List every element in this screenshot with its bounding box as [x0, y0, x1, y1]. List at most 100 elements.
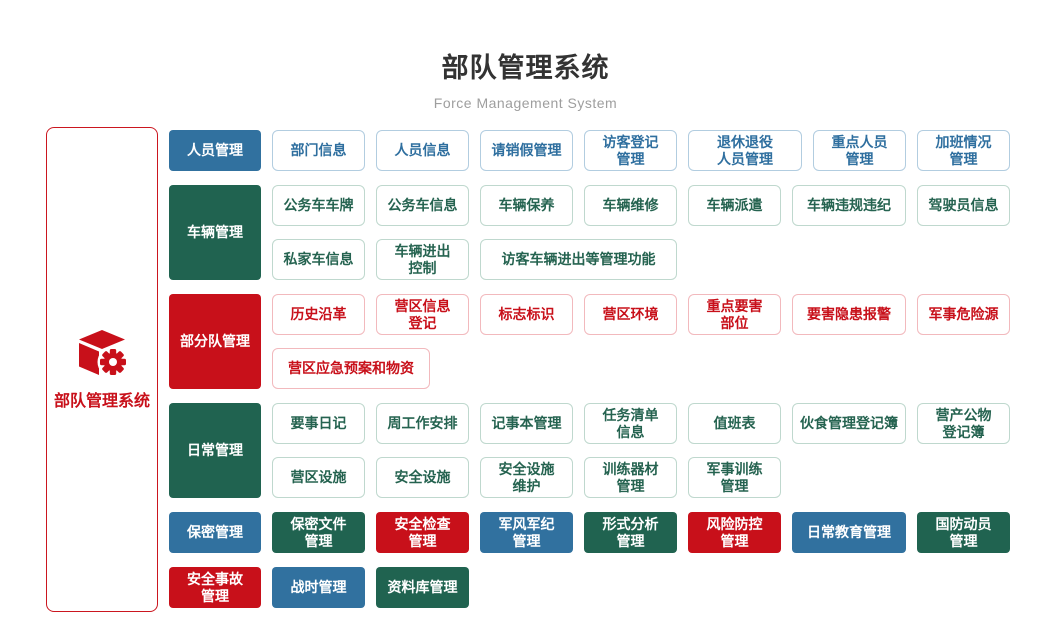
- feature-label: 驾驶员信息: [928, 197, 999, 214]
- feature-label: 营产公物 登记簿: [935, 406, 992, 440]
- feature-box: 车辆派遣: [688, 185, 781, 226]
- feature-label: 日常教育管理: [807, 524, 891, 541]
- feature-box: 军事危险源: [917, 294, 1010, 335]
- feature-label: 军风军纪 管理: [498, 515, 555, 549]
- feature-module-box: 国防动员 管理: [917, 512, 1010, 553]
- feature-label: 加班情况 管理: [935, 133, 992, 167]
- feature-label: 公务车车牌: [283, 197, 354, 214]
- category-vehicle: 车辆管理: [169, 185, 261, 280]
- feature-label: 值班表: [713, 415, 756, 432]
- feature-box: 重点要害 部位: [688, 294, 781, 335]
- feature-box: 要事日记: [272, 403, 365, 444]
- feature-box: 车辆保养: [480, 185, 573, 226]
- category-label: 车辆管理: [187, 224, 243, 241]
- feature-box: 营区应急预案和物资: [272, 348, 430, 389]
- feature-label: 安全设施 维护: [498, 460, 555, 494]
- feature-label: 保密文件 管理: [290, 515, 347, 549]
- row-line: 营区设施 安全设施 安全设施 维护 训练器材 管理 军事训练 管理: [272, 457, 1010, 498]
- feature-label: 车辆进出 控制: [394, 242, 451, 276]
- row-lines: 历史沿革营区信息 登记标志标识营区环境重点要害 部位要害隐患报警军事危险源营区应…: [272, 294, 1010, 389]
- feature-module-box: 战时管理: [272, 567, 365, 608]
- category-label: 部分队管理: [180, 333, 250, 350]
- feature-label: 营区信息 登记: [394, 297, 451, 331]
- feature-label: 记事本管理: [491, 415, 562, 432]
- feature-box: 访客登记 管理: [584, 130, 677, 171]
- feature-label: 私家车信息: [283, 251, 354, 268]
- feature-box: 历史沿革: [272, 294, 365, 335]
- tree-row: 保密管理 保密文件 管理 安全检查 管理 军风军纪 管理 形式分析 管理 风险防控 管理 日…: [169, 512, 1010, 553]
- feature-box: 公务车信息: [376, 185, 469, 226]
- feature-module-box: 风险防控 管理: [688, 512, 781, 553]
- feature-box: 车辆进出 控制: [376, 239, 469, 280]
- row-lines: 部门信息 人员信息 请销假管理 访客登记 管理退休退役 人员管理重点人员 管理 加班情况…: [272, 130, 1010, 171]
- category-label: 安全事故 管理: [187, 570, 243, 604]
- feature-label: 形式分析 管理: [602, 515, 659, 549]
- feature-label: 请销假管理: [491, 142, 562, 159]
- feature-label: 军事训练 管理: [706, 460, 763, 494]
- feature-box: 驾驶员信息: [917, 185, 1010, 226]
- category-personnel: 人员管理: [169, 130, 261, 171]
- feature-box: 退休退役 人员管理: [688, 130, 802, 171]
- page-title: 部队管理系统: [441, 53, 610, 83]
- category-rows: 人员管理 部门信息 人员信息 请销假管理 访客登记 管理退休退役 人员管理重点人员 管理…: [169, 130, 1010, 608]
- feature-label: 训练器材 管理: [602, 460, 659, 494]
- feature-box: 加班情况 管理: [917, 130, 1010, 171]
- feature-label: 安全设施: [394, 469, 451, 486]
- category-label: 人员管理: [187, 142, 243, 159]
- feature-box: 标志标识: [480, 294, 573, 335]
- feature-box: 私家车信息: [272, 239, 365, 280]
- feature-box: 周工作安排: [376, 403, 469, 444]
- feature-box: 重点人员 管理: [813, 130, 906, 171]
- feature-label: 车辆维修: [602, 197, 659, 214]
- root-system-label: 部队管理系统: [53, 392, 150, 410]
- row-line: 营区应急预案和物资: [272, 348, 1010, 389]
- tree-row: 安全事故 管理战时管理资料库管理: [169, 567, 1010, 608]
- row-line: 部门信息 人员信息 请销假管理 访客登记 管理退休退役 人员管理重点人员 管理 加班情况…: [272, 130, 1010, 171]
- feature-label: 安全检查 管理: [394, 515, 451, 549]
- feature-box: 值班表: [688, 403, 781, 444]
- feature-box: 请销假管理: [480, 130, 573, 171]
- feature-box: 营区信息 登记: [376, 294, 469, 335]
- feature-label: 历史沿革: [290, 306, 347, 323]
- row-lines: 要事日记周工作安排 记事本管理 任务清单 信息 值班表 伙食管理登记簿营产公物 登记簿营…: [272, 403, 1010, 498]
- category-label: 日常管理: [187, 442, 243, 459]
- feature-module-box: 安全检查 管理: [376, 512, 469, 553]
- feature-box: 任务清单 信息: [584, 403, 677, 444]
- category-daily: 日常管理: [169, 403, 261, 498]
- row-lines: 战时管理资料库管理: [272, 567, 469, 608]
- feature-box: 部门信息: [272, 130, 365, 171]
- feature-box: 伙食管理登记簿: [792, 403, 906, 444]
- tree-row: 日常管理 要事日记周工作安排 记事本管理 任务清单 信息 值班表 伙食管理登记簿营产公物 …: [169, 403, 1010, 498]
- cube-gear-icon: [79, 329, 129, 377]
- feature-label: 标志标识: [498, 306, 555, 323]
- feature-module-box: 日常教育管理: [792, 512, 906, 553]
- feature-label: 营区环境: [602, 306, 659, 323]
- tree-row: 部分队管理历史沿革营区信息 登记标志标识营区环境重点要害 部位要害隐患报警军事危…: [169, 294, 1010, 389]
- feature-box: 营产公物 登记簿: [917, 403, 1010, 444]
- category-accident: 安全事故 管理: [169, 567, 261, 608]
- feature-box: 军事训练 管理: [688, 457, 781, 498]
- row-lines: 公务车车牌 公务车信息 车辆保养 车辆维修 车辆派遣 车辆违规违纪 驾驶员信息私家车信息 车辆…: [272, 185, 1010, 280]
- feature-box: 营区设施: [272, 457, 365, 498]
- feature-label: 营区设施: [290, 469, 347, 486]
- feature-box: 记事本管理: [480, 403, 573, 444]
- category-label: 保密管理: [187, 524, 243, 541]
- row-line: 保密文件 管理 安全检查 管理 军风军纪 管理 形式分析 管理 风险防控 管理 日常教育管…: [272, 512, 1010, 553]
- tree-row: 车辆管理 公务车车牌 公务车信息 车辆保养 车辆维修 车辆派遣 车辆违规违纪 驾驶员信息私家车…: [169, 185, 1010, 280]
- feature-label: 车辆派遣: [706, 197, 763, 214]
- feature-label: 公务车信息: [387, 197, 458, 214]
- feature-box: 访客车辆进出等管理功能: [480, 239, 677, 280]
- feature-box: 公务车车牌: [272, 185, 365, 226]
- feature-label: 任务清单 信息: [602, 406, 659, 440]
- feature-box: 安全设施 维护: [480, 457, 573, 498]
- feature-module-box: 资料库管理: [376, 567, 469, 608]
- feature-label: 重点人员 管理: [831, 133, 888, 167]
- feature-box: 车辆维修: [584, 185, 677, 226]
- feature-box: 训练器材 管理: [584, 457, 677, 498]
- feature-label: 重点要害 部位: [706, 297, 763, 331]
- row-line: 公务车车牌 公务车信息 车辆保养 车辆维修 车辆派遣 车辆违规违纪 驾驶员信息: [272, 185, 1010, 226]
- feature-label: 风险防控 管理: [706, 515, 763, 549]
- feature-label: 人员信息: [394, 142, 451, 159]
- feature-box: 车辆违规违纪: [792, 185, 906, 226]
- feature-label: 车辆违规违纪: [807, 197, 891, 214]
